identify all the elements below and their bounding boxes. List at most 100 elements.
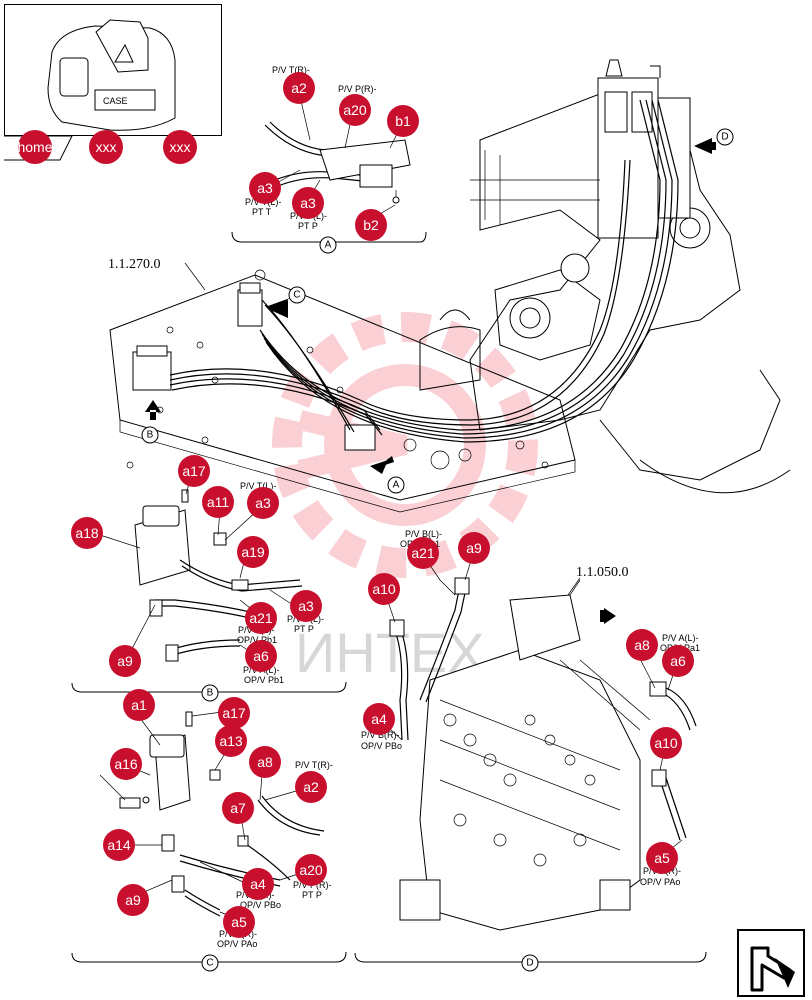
svg-text:a9: a9: [125, 892, 141, 908]
svg-text:D: D: [526, 958, 533, 969]
view-tag-d: D: [521, 954, 539, 972]
callout-a10[interactable]: a10: [650, 727, 682, 759]
svg-text:a9: a9: [117, 653, 133, 669]
port-label: P/V T(R)-: [272, 65, 310, 75]
home-button[interactable]: home: [17, 130, 53, 164]
svg-text:a16: a16: [114, 756, 138, 772]
detail-d-drawing: [389, 577, 697, 931]
callout-a9[interactable]: a9: [117, 884, 149, 916]
svg-text:a7: a7: [230, 800, 246, 816]
callout-a4[interactable]: a4: [242, 868, 274, 900]
svg-text:b1: b1: [395, 113, 411, 129]
svg-text:a4: a4: [250, 876, 266, 892]
port-label: OP/V PAo: [640, 877, 680, 887]
port-label: P/V T(R)-: [295, 760, 333, 770]
svg-text:a2: a2: [303, 779, 319, 795]
svg-text:a19: a19: [241, 544, 265, 560]
port-label: P/V T(L)-: [240, 481, 276, 491]
callout-a13[interactable]: a13: [215, 725, 247, 757]
callout-a21[interactable]: a21: [407, 537, 439, 569]
port-label: OP/V Pb1: [237, 635, 277, 645]
main-frame-drawing: [109, 59, 791, 513]
svg-text:a4: a4: [371, 711, 387, 727]
port-label: P/V P(R)-: [338, 84, 377, 94]
svg-text:a14: a14: [107, 837, 131, 853]
arrow-tag-b: B: [141, 426, 159, 444]
svg-text:a13: a13: [219, 733, 243, 749]
return-icon[interactable]: [737, 929, 805, 997]
svg-text:a5: a5: [654, 850, 670, 866]
svg-text:a3: a3: [300, 195, 316, 211]
port-label: OP/V Pb1: [244, 675, 284, 685]
callout-b2[interactable]: b2: [355, 209, 387, 241]
watermark-logo: [272, 312, 538, 578]
callout-a10[interactable]: a10: [368, 573, 400, 605]
svg-text:a10: a10: [654, 735, 678, 751]
ref-number-right[interactable]: 1.1.050.0: [576, 565, 629, 580]
callout-a4[interactable]: a4: [363, 703, 395, 735]
callout-a18[interactable]: a18: [71, 517, 103, 549]
svg-text:a10: a10: [372, 581, 396, 597]
callout-a9[interactable]: a9: [109, 645, 141, 677]
next-button[interactable]: xxx: [163, 130, 197, 164]
callout-a21[interactable]: a21: [245, 602, 277, 634]
svg-text:C: C: [293, 290, 300, 301]
callout-a20[interactable]: a20: [339, 94, 371, 126]
svg-text:a9: a9: [466, 540, 482, 556]
prev-button[interactable]: xxx: [89, 130, 123, 164]
thumbnail-machine: CASE: [47, 19, 176, 131]
detail-c-drawing: [119, 711, 325, 917]
detail-b-drawing: [134, 489, 303, 662]
view-tag-a: A: [319, 236, 337, 254]
svg-text:xxx: xxx: [170, 139, 191, 155]
callout-a19[interactable]: a19: [237, 536, 269, 568]
arrow-tag-d: D: [716, 128, 734, 146]
callout-a14[interactable]: a14: [103, 829, 135, 861]
port-label: P/V B(L)-: [405, 529, 442, 539]
callout-a3[interactable]: a3: [249, 172, 281, 204]
callout-a17[interactable]: a17: [218, 697, 250, 729]
callout-a16[interactable]: a16: [110, 748, 142, 780]
svg-text:a3: a3: [257, 180, 273, 196]
svg-text:a21: a21: [249, 610, 273, 626]
svg-text:a8: a8: [634, 637, 650, 653]
port-label: P/V A(L)-: [662, 633, 699, 643]
port-label: PT T: [252, 207, 272, 217]
svg-text:A: A: [325, 240, 332, 251]
callout-a5[interactable]: a5: [646, 842, 678, 874]
callout-a8[interactable]: a8: [249, 746, 281, 778]
callout-a7[interactable]: a7: [222, 792, 254, 824]
callout-a2[interactable]: a2: [283, 72, 315, 104]
svg-text:a6: a6: [670, 653, 686, 669]
callout-a5[interactable]: a5: [223, 906, 255, 938]
arrow-tag-c: C: [288, 286, 306, 304]
callout-a3[interactable]: a3: [290, 590, 322, 622]
callout-a6[interactable]: a6: [662, 645, 694, 677]
svg-text:b2: b2: [363, 217, 379, 233]
svg-text:home: home: [17, 139, 52, 155]
callout-a8[interactable]: a8: [626, 629, 658, 661]
callout-a9[interactable]: a9: [458, 532, 490, 564]
port-label: OP/V PBo: [361, 741, 402, 751]
callout-b1[interactable]: b1: [387, 105, 419, 137]
callout-a11[interactable]: a11: [202, 486, 234, 518]
ref-number-top[interactable]: 1.1.270.0: [108, 257, 161, 272]
svg-text:C: C: [206, 958, 213, 969]
svg-text:a21: a21: [411, 545, 435, 561]
port-label: PT P: [298, 221, 318, 231]
callout-a20[interactable]: a20: [295, 854, 327, 886]
view-tag-c: C: [201, 954, 219, 972]
callout-a1[interactable]: a1: [123, 689, 155, 721]
svg-text:a3: a3: [298, 598, 314, 614]
callout-a3[interactable]: a3: [247, 487, 279, 519]
port-label: OP/V PAo: [217, 939, 257, 949]
callout-a2[interactable]: a2: [295, 771, 327, 803]
callout-a17[interactable]: a17: [178, 455, 210, 487]
port-label: P/V B(R)-: [361, 730, 400, 740]
callout-a6[interactable]: a6: [245, 640, 277, 672]
callout-a3[interactable]: a3: [292, 187, 324, 219]
svg-text:a11: a11: [207, 494, 230, 510]
svg-text:a17: a17: [182, 463, 206, 479]
